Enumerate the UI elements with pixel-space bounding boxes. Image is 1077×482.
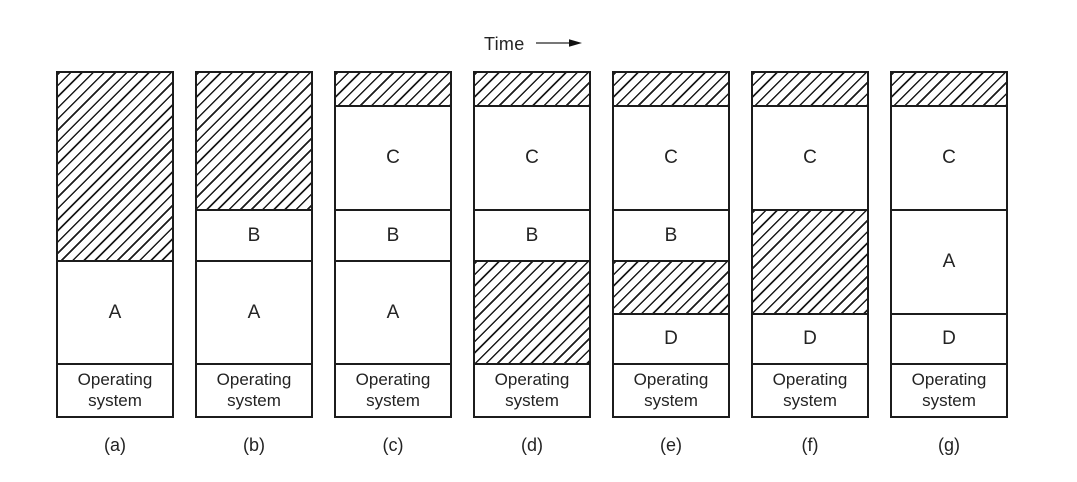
hatched-free-region bbox=[753, 209, 867, 313]
right-arrow-icon bbox=[535, 36, 582, 54]
process-region-B: B bbox=[197, 209, 311, 260]
process-region-A: A bbox=[892, 209, 1006, 313]
hatched-free-region bbox=[614, 73, 728, 105]
hatched-free-region bbox=[753, 73, 867, 105]
column-caption-c: (c) bbox=[382, 435, 404, 455]
column-caption-g: (g) bbox=[938, 435, 960, 455]
time-label: Time bbox=[484, 34, 525, 54]
hatched-free-region bbox=[475, 260, 589, 363]
process-region-C: C bbox=[614, 105, 728, 209]
process-region-A: A bbox=[336, 260, 450, 363]
operating-system-label-line1: Operating bbox=[216, 370, 292, 390]
column-caption-f: (f) bbox=[801, 435, 819, 455]
process-region-A: A bbox=[197, 260, 311, 363]
operating-system-label-line2: system bbox=[88, 390, 142, 410]
operating-system-label-line1: Operating bbox=[355, 370, 431, 390]
operating-system-label-line1: Operating bbox=[77, 370, 153, 390]
process-region-C: C bbox=[475, 105, 589, 209]
operating-system-label-line1: Operating bbox=[772, 370, 848, 390]
operating-system-label-line2: system bbox=[644, 390, 698, 410]
hatched-free-region bbox=[614, 260, 728, 313]
hatched-free-region bbox=[475, 73, 589, 105]
operating-system-label-line2: system bbox=[922, 390, 976, 410]
operating-system-label-line2: system bbox=[366, 390, 420, 410]
operating-system-label-line2: system bbox=[783, 390, 837, 410]
process-region-C: C bbox=[336, 105, 450, 209]
operating-system-label-line1: Operating bbox=[911, 370, 987, 390]
column-caption-e: (e) bbox=[660, 435, 682, 455]
hatched-free-region bbox=[892, 73, 1006, 105]
process-region-D: D bbox=[753, 313, 867, 363]
process-region-D: D bbox=[892, 313, 1006, 363]
process-region-C: C bbox=[753, 105, 867, 209]
process-region-B: B bbox=[475, 209, 589, 260]
process-region-B: B bbox=[336, 209, 450, 260]
column-caption-b: (b) bbox=[243, 435, 265, 455]
process-region-C: C bbox=[892, 105, 1006, 209]
hatched-free-region bbox=[197, 73, 311, 209]
hatched-free-region bbox=[58, 73, 172, 260]
operating-system-label-line2: system bbox=[505, 390, 559, 410]
operating-system-label-line2: system bbox=[227, 390, 281, 410]
column-caption-d: (d) bbox=[521, 435, 543, 455]
process-region-D: D bbox=[614, 313, 728, 363]
operating-system-label-line1: Operating bbox=[633, 370, 709, 390]
process-region-B: B bbox=[614, 209, 728, 260]
operating-system-label-line1: Operating bbox=[494, 370, 570, 390]
time-axis: Time bbox=[484, 34, 582, 55]
hatched-free-region bbox=[336, 73, 450, 105]
process-region-A: A bbox=[58, 260, 172, 363]
column-caption-a: (a) bbox=[104, 435, 126, 455]
